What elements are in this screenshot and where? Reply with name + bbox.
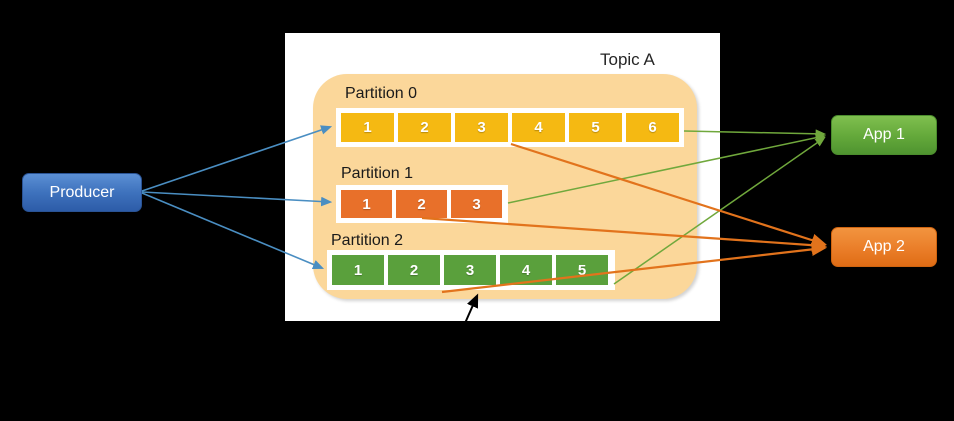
message-cell[interactable]: 2: [386, 253, 442, 287]
partition-0-label: Partition 0: [345, 85, 418, 102]
message-cell[interactable]: 1: [339, 111, 396, 144]
message-cell[interactable]: 3: [453, 111, 510, 144]
message-cell[interactable]: 2: [394, 188, 449, 220]
app-2-node[interactable]: App 2: [831, 227, 937, 267]
producer-node[interactable]: Producer: [22, 173, 142, 212]
partition-2-label: Partition 2: [331, 232, 404, 249]
app-1-node[interactable]: App 1: [831, 115, 937, 155]
message-cell[interactable]: 1: [339, 188, 394, 220]
partition-2-messages: 1 2 3 4 5: [327, 250, 615, 290]
message-cell[interactable]: 5: [567, 111, 624, 144]
producer-label: Producer: [49, 183, 115, 201]
message-cell[interactable]: 6: [624, 111, 681, 144]
app-2-label: App 2: [863, 238, 905, 255]
message-cell[interactable]: 5: [554, 253, 610, 287]
partition-1-label: Partition 1: [341, 165, 414, 182]
app-1-label: App 1: [863, 126, 905, 143]
message-cell[interactable]: 3: [449, 188, 504, 220]
partition-1-messages: 1 2 3: [336, 185, 508, 223]
partition-0-messages: 1 2 3 4 5 6: [336, 108, 684, 147]
message-cell[interactable]: 4: [498, 253, 554, 287]
message-cell[interactable]: 4: [510, 111, 567, 144]
message-cell[interactable]: 2: [396, 111, 453, 144]
topic-title: Topic A: [600, 50, 655, 69]
message-cell[interactable]: 3: [442, 253, 498, 287]
message-cell[interactable]: 1: [330, 253, 386, 287]
